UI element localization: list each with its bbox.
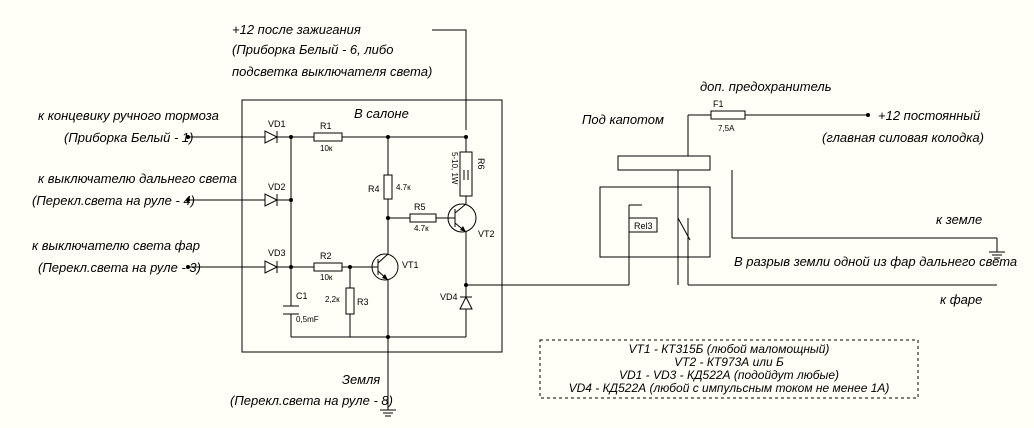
vt1-label: VT1: [402, 260, 419, 270]
headlight-switch-label: к выключателю света фар: [32, 238, 200, 253]
r1-value: 10к: [320, 144, 333, 153]
note-line-1: VT1 - КТ315Б (любой маломощный): [629, 342, 830, 356]
vd4-label: VD4: [440, 292, 458, 302]
vt2-label: VT2: [478, 229, 495, 239]
extra-fuse-label: доп. предохранитель: [700, 79, 832, 94]
relay-box: [599, 186, 711, 258]
transistor-vt2: [447, 203, 477, 233]
r3-value: 2,2к: [325, 295, 340, 304]
ground-break-label: В разрыв земли одной из фар дальнего све…: [734, 254, 1017, 269]
f1-value: 7,5A: [718, 124, 735, 133]
ignition-wire: [432, 29, 467, 130]
constant-power-label: +12 постоянный: [878, 108, 980, 123]
ground-label: Земля: [342, 372, 380, 387]
cabin-zone-label: В салоне: [354, 106, 409, 121]
ground-symbol-relay: [989, 251, 1005, 259]
headlight-switch-note: (Перекл.света на руле - 3): [38, 260, 201, 275]
diode-vd4: [459, 285, 473, 310]
to-ground-label: к земле: [936, 212, 982, 227]
r3-label: R3: [357, 297, 369, 307]
brake-label: к концевику ручного тормоза: [38, 108, 219, 123]
diode-vd2: [264, 193, 283, 207]
to-headlight-label: к фаре: [940, 292, 982, 307]
highbeam-switch-note: (Перекл.света на руле - 4): [32, 193, 195, 208]
r6-value: 5-10, 1W: [450, 152, 459, 185]
r4-value: 4.7к: [396, 183, 411, 192]
highbeam-switch-label: к выключателю дальнего света: [38, 171, 237, 186]
notes-box: [539, 339, 919, 399]
r1-label: R1: [320, 121, 332, 131]
brake-note: (Приборка Белый - 1): [64, 130, 193, 145]
c1-value: 0,5mF: [296, 315, 319, 324]
note-line-4: VD4 - КД522А (любой с импульсным током н…: [569, 381, 890, 395]
vd1-label: VD1: [268, 119, 286, 129]
note-line-3: VD1 - VD3 - КД522А (подойдут любые): [619, 368, 839, 382]
r5-value: 4.7к: [414, 224, 429, 233]
resistor-r4: [383, 174, 393, 200]
ground-note: (Перекл.света на руле - 8): [230, 393, 393, 408]
r6-label: R6: [476, 158, 486, 170]
r4-label: R4: [368, 184, 380, 194]
resistor-r2: [313, 262, 343, 272]
transistor-vt1: [371, 248, 399, 286]
constant-power-note: (главная силовая колодка): [822, 130, 984, 145]
resistor-r5: [409, 213, 437, 223]
wires: [188, 29, 1005, 417]
resistor-r6: [459, 151, 473, 197]
capacitor-c1: [283, 305, 299, 315]
diode-vd3: [264, 260, 283, 274]
r2-label: R2: [320, 251, 332, 261]
relay-label: Rel3: [634, 221, 653, 231]
ignition-label: +12 после зажигания: [232, 22, 361, 37]
junction-dots: [186, 113, 870, 339]
vd2-label: VD2: [268, 182, 286, 192]
r5-label: R5: [414, 202, 426, 212]
relay-coil: [628, 217, 658, 233]
vd3-label: VD3: [268, 248, 286, 258]
cabin-box: [241, 99, 503, 353]
resistor-r3: [345, 287, 355, 315]
ignition-note-2: подсветка выключателя света): [232, 64, 432, 79]
diode-vd1: [264, 130, 283, 144]
c1-label: C1: [296, 291, 308, 301]
resistor-r1: [313, 132, 343, 142]
f1-label: F1: [713, 99, 724, 109]
ground-symbol-main: [380, 409, 396, 417]
r2-value: 10к: [320, 273, 333, 282]
ignition-note-1: (Приборка Белый - 6, либо: [232, 42, 393, 57]
note-line-2: VT2 - КТ973А или Б: [674, 355, 784, 369]
engine-zone-label: Под капотом: [582, 112, 664, 127]
fuse-f1: [710, 110, 746, 120]
